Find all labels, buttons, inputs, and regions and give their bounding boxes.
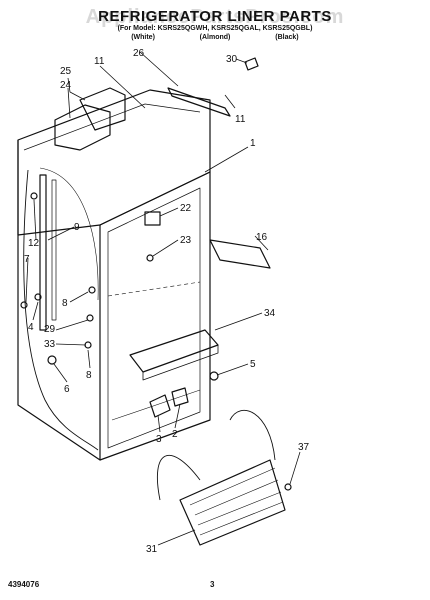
callout-33: 33 <box>44 339 56 350</box>
color-almond: (Almond) <box>199 34 231 41</box>
plug-5 <box>209 371 219 381</box>
callout-11: 11 <box>235 114 246 125</box>
screw-37 <box>284 483 292 491</box>
callout-2: 2 <box>172 429 178 440</box>
color-black: (Black) <box>275 34 299 41</box>
rail-34 <box>129 329 219 373</box>
trim-strip <box>167 87 231 117</box>
wire-basket <box>156 410 286 546</box>
callout-22: 22 <box>180 203 192 214</box>
clip-22 <box>144 211 161 226</box>
callout-9: 9 <box>74 222 80 233</box>
duct-assembly <box>54 87 126 151</box>
callout-26: 26 <box>133 48 145 59</box>
page-number: 3 <box>210 580 215 589</box>
color-list: (White) (Almond) (Black) <box>0 34 430 41</box>
callout-29: 29 <box>44 324 56 335</box>
callout-labels: 30 26 25 11 24 11 1 22 12 9 23 16 7 8 4 … <box>24 48 310 555</box>
callout-34: 34 <box>264 308 276 319</box>
callout-25: 25 <box>60 66 72 77</box>
watermark: AppliancePartsPros.com <box>85 6 345 28</box>
callout-11: 11 <box>94 56 105 67</box>
callout-24: 24 <box>60 80 72 91</box>
callout-37: 37 <box>298 442 310 453</box>
callout-30: 30 <box>226 54 238 65</box>
callout-23: 23 <box>180 235 192 246</box>
callout-8: 8 <box>62 298 68 309</box>
model-list: (For Model: KSRS25QGWH, KSRS25QGAL, KSRS… <box>117 25 313 32</box>
callout-1: 1 <box>250 138 256 149</box>
callout-6: 6 <box>64 384 70 395</box>
bracket-3 <box>149 394 171 418</box>
callout-12: 12 <box>28 238 40 249</box>
callout-16: 16 <box>256 232 268 243</box>
liner-shell <box>17 89 211 461</box>
callout-8: 8 <box>86 370 92 381</box>
document-number: 4394076 <box>8 580 40 589</box>
callout-3: 3 <box>156 434 162 445</box>
callout-5: 5 <box>250 359 256 370</box>
hinge-pin <box>244 57 259 71</box>
callout-4: 4 <box>28 322 34 333</box>
page-title: REFRIGERATOR LINER PARTS <box>98 8 332 25</box>
bracket-2 <box>171 387 189 407</box>
rail <box>39 174 57 331</box>
callout-31: 31 <box>146 544 158 555</box>
color-white: (White) <box>131 34 155 41</box>
screw-23 <box>146 254 154 262</box>
callout-7: 7 <box>24 254 30 265</box>
bracket-16 <box>209 239 271 269</box>
